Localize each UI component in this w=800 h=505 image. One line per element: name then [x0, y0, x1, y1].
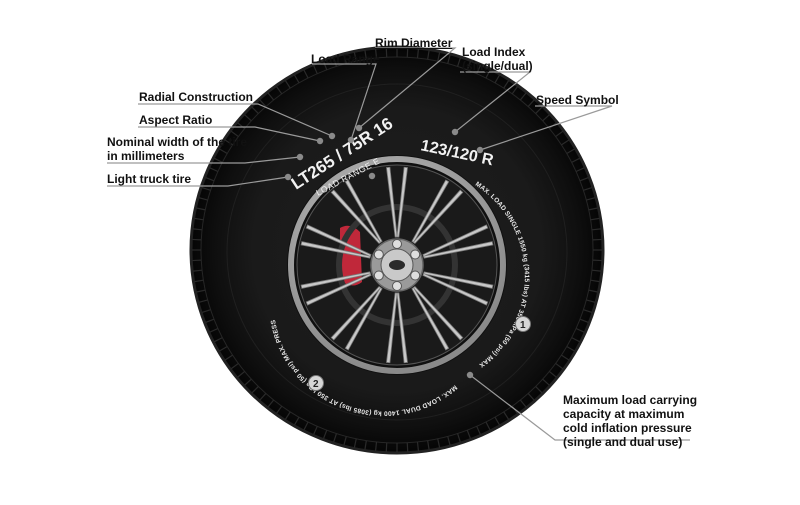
label-radial-construction: Radial Construction [139, 90, 253, 104]
lug-nut [393, 282, 402, 291]
hub-logo [389, 260, 405, 270]
label-load-index: Load Index (single/dual) [462, 45, 533, 73]
label-max-load: Maximum load carrying capacity at maximu… [563, 393, 697, 449]
label-max-load-line4: (single and dual use) [563, 435, 697, 449]
marker-1: 1 [516, 317, 531, 332]
label-rim-diameter: Rim Diameter [375, 36, 452, 50]
label-max-load-line1: Maximum load carrying [563, 393, 697, 407]
lug-nut [411, 250, 420, 259]
label-max-load-line3: cold inflation pressure [563, 421, 697, 435]
label-nominal-width-line1: Nominal width of the tire [107, 135, 247, 149]
svg-text:2: 2 [313, 379, 319, 390]
marker-2: 2 [309, 376, 324, 391]
lug-nut [374, 271, 383, 280]
label-load-range: Load Range [311, 52, 380, 66]
label-max-load-line2: capacity at maximum [563, 407, 697, 421]
label-speed-symbol: Speed Symbol [536, 93, 619, 107]
lug-nut [411, 271, 420, 280]
lug-nut [374, 250, 383, 259]
lug-nut [393, 240, 402, 249]
label-nominal-width-line2: in millimeters [107, 149, 247, 163]
label-load-index-line1: Load Index [462, 45, 533, 59]
svg-text:1: 1 [520, 320, 526, 331]
label-nominal-width: Nominal width of the tire in millimeters [107, 135, 247, 163]
label-load-index-line2: (single/dual) [462, 59, 533, 73]
label-light-truck: Light truck tire [107, 172, 191, 186]
label-aspect-ratio: Aspect Ratio [139, 113, 212, 127]
